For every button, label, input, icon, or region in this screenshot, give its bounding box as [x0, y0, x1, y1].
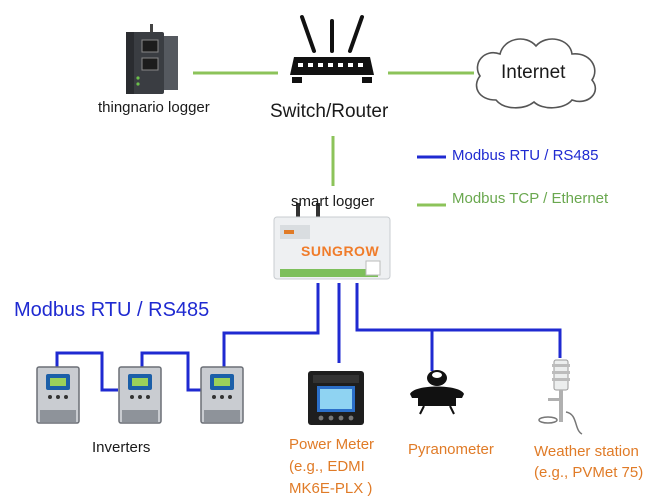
inverter-icon	[200, 366, 244, 424]
inverters-label: Inverters	[92, 439, 151, 456]
weather-station-icon	[538, 359, 583, 435]
power-meter-icon	[308, 371, 364, 425]
inverter-icon	[36, 366, 80, 424]
thingnario-logger-icon	[126, 24, 178, 94]
internet-label: Internet	[501, 62, 566, 83]
thingnario-logger-label: thingnario logger	[98, 99, 210, 116]
switch-router-label: Switch/Router	[270, 101, 389, 122]
weather-station-label-line: (e.g., PVMet 75)	[534, 464, 644, 481]
power-meter-label-line: MK6E-PLX )	[289, 480, 373, 496]
router-icon	[290, 15, 374, 83]
power-meter-label-line: Power Meter	[289, 436, 375, 453]
inverter-icon	[118, 366, 162, 424]
rs485-daisy-chain-1	[55, 351, 118, 392]
rs485-bus-sensors	[355, 283, 562, 358]
sungrow-logo: SUNGROW	[301, 243, 380, 259]
rs485-daisy-chain-2	[140, 351, 204, 392]
legend-rtu-label: Modbus RTU / RS485	[452, 147, 599, 164]
smart-logger-icon	[273, 203, 391, 280]
smart-logger-label: smart logger	[291, 193, 375, 210]
internet-cloud-icon	[475, 38, 597, 109]
pyranometer-icon	[410, 370, 464, 415]
power-meter-label-line: (e.g., EDMI	[289, 458, 365, 475]
legend-tcp-label: Modbus TCP / Ethernet	[452, 190, 609, 207]
rs485-bus-inverters	[222, 283, 320, 370]
rs485-bus-label: Modbus RTU / RS485	[14, 299, 210, 321]
weather-station-label-line: Weather station	[534, 443, 639, 460]
pyranometer-label: Pyranometer	[408, 441, 494, 458]
